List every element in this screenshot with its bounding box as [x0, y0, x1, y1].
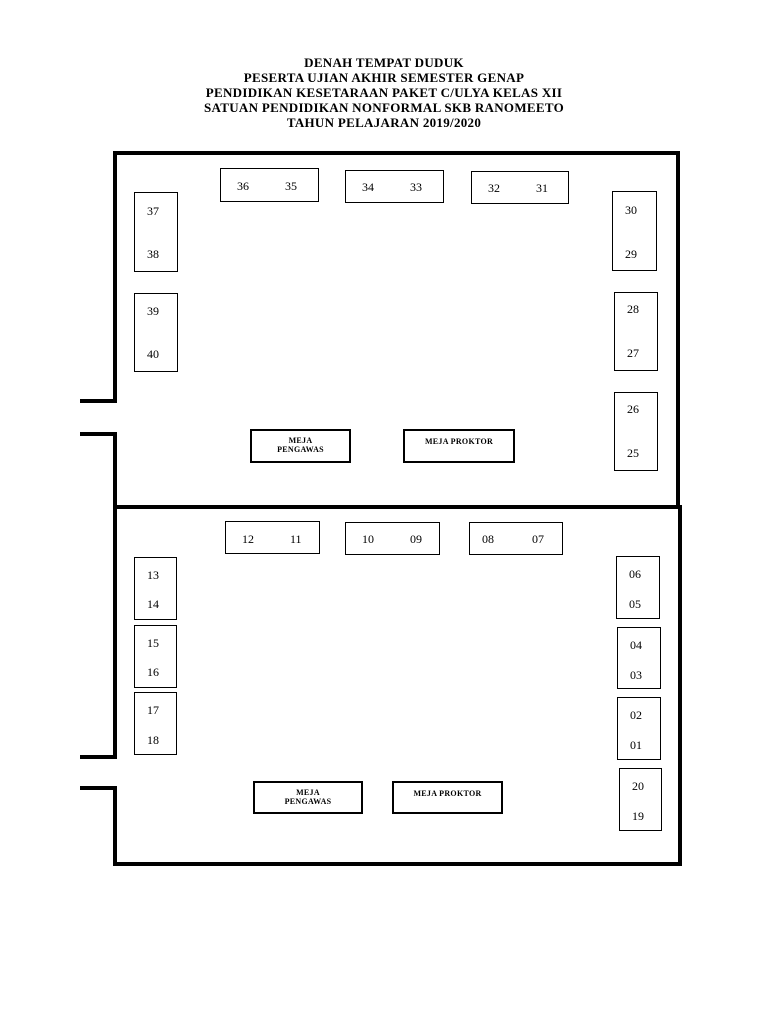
seat-number: 29 [625, 247, 637, 261]
table-label: MEJA PROKTOR [413, 789, 482, 798]
title-line-5: TAHUN PELAJARAN 2019/2020 [286, 115, 482, 130]
desk-04-03: 04 03 [617, 627, 661, 689]
desk-32-31: 32 31 [471, 171, 569, 204]
room1-wall-left-upper [113, 151, 117, 403]
seat-number: 14 [147, 597, 159, 611]
seat-number: 36 [237, 179, 249, 193]
room1-door-sill-upper [80, 399, 117, 403]
seat-number: 25 [627, 446, 639, 460]
room2-wall-bottom [113, 862, 682, 866]
seat-number: 01 [630, 738, 642, 752]
room-partition-wall [113, 505, 680, 509]
room1-proktor-table: MEJA PROKTOR [403, 429, 515, 463]
desk-06-05: 06 05 [616, 556, 660, 619]
title-line-3: PENDIDIKAN KESETARAAN PAKET C/ULYA KELAS… [205, 85, 563, 100]
seat-number: 19 [632, 809, 644, 823]
seat-number: 15 [147, 636, 159, 650]
table-label: MEJA [296, 788, 320, 797]
room2-proktor-table: MEJA PROKTOR [392, 781, 503, 814]
desk-08-07: 08 07 [469, 522, 563, 555]
seat-number: 16 [147, 665, 159, 679]
seat-number: 32 [488, 181, 500, 195]
seat-number: 27 [627, 346, 639, 360]
seat-number: 02 [630, 708, 642, 722]
room1-wall-top [113, 151, 680, 155]
seat-number: 12 [242, 532, 254, 546]
desk-37-38: 37 38 [134, 192, 178, 272]
seat-number: 28 [627, 302, 639, 316]
seat-number: 38 [147, 247, 159, 261]
desk-34-33: 34 33 [345, 170, 444, 203]
table-label: MEJA [288, 436, 313, 445]
room2-wall-left-upper [113, 505, 117, 759]
seat-number: 05 [629, 597, 641, 611]
plan-title: DENAH TEMPAT DUDUK PESERTA UJIAN AKHIR S… [0, 55, 768, 130]
seat-number: 35 [285, 179, 297, 193]
desk-10-09: 10 09 [345, 522, 440, 555]
table-label: PENGAWAS [284, 797, 332, 806]
desk-30-29: 30 29 [612, 191, 657, 271]
title-line-4: SATUAN PENDIDIKAN NONFORMAL SKB RANOMEET… [204, 100, 564, 115]
seat-number: 13 [147, 568, 159, 582]
room1-door-sill-lower [80, 432, 117, 436]
title-line-2: PESERTA UJIAN AKHIR SEMESTER GENAP [243, 70, 525, 85]
room2-door-sill-upper [80, 755, 117, 759]
seat-number: 17 [147, 703, 159, 717]
table-label: PENGAWAS [277, 445, 324, 454]
seat-number: 39 [147, 304, 159, 318]
seat-number: 03 [630, 668, 642, 682]
seat-number: 34 [362, 180, 374, 194]
desk-39-40: 39 40 [134, 293, 178, 372]
seat-number: 04 [630, 638, 642, 652]
desk-12-11: 12 11 [225, 521, 320, 554]
seat-number: 06 [629, 567, 641, 581]
room2-pengawas-table: MEJA PENGAWAS [253, 781, 363, 814]
room2-wall-right [678, 505, 682, 866]
desk-13-14: 13 14 [134, 557, 177, 620]
room2-door-sill-lower [80, 786, 117, 790]
seat-number: 07 [532, 532, 544, 546]
desk-15-16: 15 16 [134, 625, 177, 688]
seat-number: 33 [410, 180, 422, 194]
room1-wall-right [676, 151, 680, 509]
desk-28-27: 28 27 [614, 292, 658, 371]
seat-number: 10 [362, 532, 374, 546]
desk-36-35: 36 35 [220, 168, 319, 202]
desk-17-18: 17 18 [134, 692, 177, 755]
seat-number: 31 [536, 181, 548, 195]
seat-number: 26 [627, 402, 639, 416]
seat-number: 08 [482, 532, 494, 546]
room2-wall-left-lower [113, 786, 117, 866]
seat-number: 20 [632, 779, 644, 793]
seat-number: 11 [290, 532, 302, 546]
desk-02-01: 02 01 [617, 697, 661, 760]
seat-number: 40 [147, 347, 159, 361]
table-label: MEJA PROKTOR [424, 437, 494, 446]
seat-number: 37 [147, 204, 159, 218]
room1-wall-left-lower [113, 432, 117, 509]
seat-number: 18 [147, 733, 159, 747]
desk-20-19: 20 19 [619, 768, 662, 831]
desk-26-25: 26 25 [614, 392, 658, 471]
seat-number: 30 [625, 203, 637, 217]
seat-number: 09 [410, 532, 422, 546]
title-line-1: DENAH TEMPAT DUDUK [304, 55, 464, 70]
room1-pengawas-table: MEJA PENGAWAS [250, 429, 351, 463]
